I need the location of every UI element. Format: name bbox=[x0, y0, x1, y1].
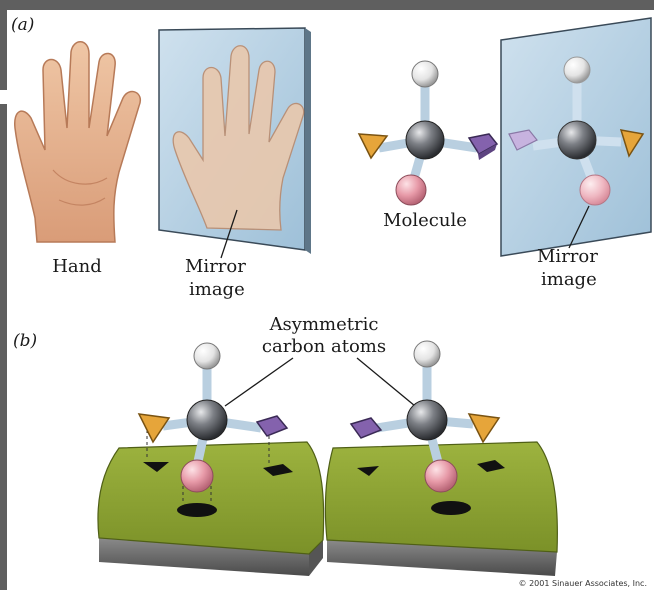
pink-atom-group bbox=[396, 175, 426, 205]
right-pink-site bbox=[431, 501, 471, 515]
asym-leader-right bbox=[357, 358, 415, 406]
mirror-hydrogen-atom bbox=[564, 57, 590, 83]
copyright-text: © 2001 Sinauer Associates, Inc. bbox=[519, 579, 647, 588]
left-edge-tab bbox=[0, 90, 7, 104]
mirror-carbon-atom bbox=[558, 121, 596, 159]
hand-mirror-label-line2: image bbox=[189, 279, 245, 300]
molecule-a bbox=[359, 61, 497, 205]
figure-svg: (a) Hand Mirror image bbox=[7, 10, 654, 590]
left-asymmetric-carbon bbox=[187, 400, 227, 440]
hand-mirror-label-line1: Mirror bbox=[185, 256, 246, 277]
left-purple-cube bbox=[257, 416, 287, 436]
right-orange-pyramid bbox=[469, 414, 499, 442]
left-binding-surface bbox=[98, 442, 324, 576]
panel-b-tag: (b) bbox=[13, 331, 37, 351]
left-pink-site bbox=[177, 503, 217, 517]
asymmetric-label-line2: carbon atoms bbox=[262, 336, 386, 357]
panel-a-tag: (a) bbox=[11, 15, 34, 35]
right-asymmetric-carbon bbox=[407, 400, 447, 440]
figure-panel: (a) Hand Mirror image bbox=[7, 10, 654, 590]
molecule-mirror-label-line1: Mirror bbox=[537, 246, 598, 267]
molecule-label: Molecule bbox=[383, 210, 467, 231]
hand-illustration bbox=[15, 42, 141, 242]
asymmetric-label-line1: Asymmetric bbox=[269, 314, 379, 335]
hand-mirror-edge bbox=[305, 28, 311, 254]
molecule-mirror-label-line2: image bbox=[541, 269, 597, 290]
hydrogen-atom bbox=[412, 61, 438, 87]
mirror-pink-atom bbox=[580, 175, 610, 205]
hand-label: Hand bbox=[52, 256, 102, 277]
right-purple-cube bbox=[351, 418, 381, 438]
carbon-atom bbox=[406, 121, 444, 159]
asym-leader-left bbox=[225, 358, 293, 406]
